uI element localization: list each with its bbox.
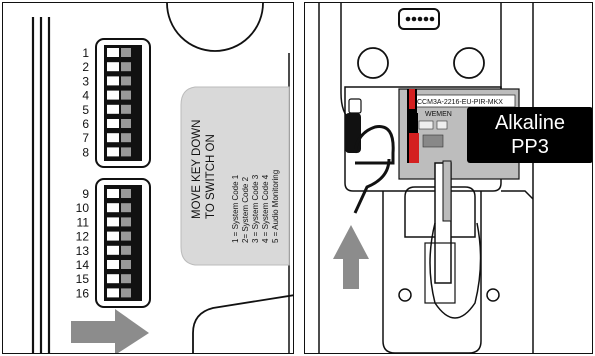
dip-switch-8 <box>107 147 119 157</box>
battery-compartment-diagram: CCM3A-2216-EU-PIR-MKX WEMEN <box>318 3 534 353</box>
battery-red-wire <box>409 89 415 109</box>
instruction-card: MOVE KEY DOWN TO SWITCH ON 1 = System Co… <box>180 86 290 266</box>
dip-switch-7 <box>107 133 119 143</box>
dip-switch-slot-8 <box>121 147 131 157</box>
dip-switch-9 <box>107 189 119 198</box>
dip-switch-6 <box>107 119 119 128</box>
dip-switch-slot-6 <box>121 119 131 128</box>
dip-switch-15 <box>107 274 119 284</box>
right-arrow-icon <box>71 309 149 353</box>
dip-number-3: 3 <box>82 74 89 88</box>
dip-switch-slot-7 <box>121 133 131 143</box>
card-title-line-2: TO SWITCH ON <box>205 134 217 219</box>
dip-number-13: 13 <box>76 244 90 258</box>
dip-number-7: 7 <box>82 131 89 145</box>
screw-hole-right <box>453 47 485 79</box>
dip-switch-5 <box>107 104 119 114</box>
dip-switch-3 <box>107 76 119 86</box>
dip-switch-block-1 <box>95 38 151 168</box>
wire <box>353 158 391 214</box>
dip-number-12: 12 <box>76 230 90 244</box>
dip-switch-slot-10 <box>121 203 131 213</box>
legend-line-5: 5 = Audio Monitoring <box>271 170 280 243</box>
dip-switch-slot-5 <box>121 104 131 114</box>
dip-number-2: 2 <box>82 60 89 74</box>
dip-switch-slot-3 <box>121 76 131 86</box>
dip-number-1: 1 <box>82 46 89 60</box>
dip-switch-slot-4 <box>121 90 131 100</box>
legend-line-4: 4 = System Code 4 <box>261 174 270 243</box>
battery-type-label: Alkaline PP3 <box>467 107 592 163</box>
dip-switch-slot-14 <box>121 260 131 269</box>
battery-clip <box>345 113 361 153</box>
partial-label: WEMEN <box>425 111 452 118</box>
legend-line-3: 3 = System Code 3 <box>251 174 260 243</box>
dip-number-10: 10 <box>76 201 90 215</box>
up-arrow-icon <box>333 225 369 289</box>
dip-switch-16 <box>107 288 119 298</box>
dip-switch-11 <box>107 217 119 227</box>
dip-switch-slot-1 <box>121 48 131 57</box>
dip-number-6: 6 <box>82 117 89 131</box>
dip-switch-14 <box>107 260 119 269</box>
dip-switch-13 <box>107 245 119 255</box>
dip-switch-slot-16 <box>121 288 131 298</box>
dip-number-9: 9 <box>82 187 89 201</box>
dip-switch-slot-15 <box>121 274 131 284</box>
dip-switch-10 <box>107 203 119 213</box>
dip-switch-4 <box>107 90 119 100</box>
legend-line-1: 1 = System Code 1 <box>231 174 240 243</box>
model-label: CCM3A-2216-EU-PIR-MKX <box>417 99 503 106</box>
dip-number-14: 14 <box>76 258 90 272</box>
legend-line-2: 2= System Code 2 <box>241 176 250 243</box>
dip-number-16: 16 <box>76 286 90 300</box>
dip-number-11: 11 <box>77 215 90 229</box>
dip-switch-slot-9 <box>121 189 131 198</box>
dip-switch-slot-2 <box>121 62 131 72</box>
dip-switch-slot-13 <box>121 245 131 255</box>
dip-number-5: 5 <box>82 103 89 117</box>
screw-hole-left <box>357 47 389 79</box>
dip-switch-12 <box>107 231 119 241</box>
dip-number-4: 4 <box>82 89 89 103</box>
dip-number-15: 15 <box>76 272 90 286</box>
bottom-curve-outline <box>192 294 293 353</box>
dip-switch-slot-11 <box>121 217 131 227</box>
dip-switch-1 <box>107 48 119 57</box>
right-panel-battery-view: CCM3A-2216-EU-PIR-MKX WEMEN Alkaline PP3 <box>304 2 593 354</box>
dip-switch-block-2 <box>95 178 151 308</box>
top-circle-outline <box>166 3 264 52</box>
dip-switch-2 <box>107 62 119 72</box>
battery-type-line-2: PP3 <box>511 136 549 158</box>
dip-switch-slot-12 <box>121 231 131 241</box>
battery-type-line-1: Alkaline <box>494 112 566 134</box>
dip-number-8: 8 <box>82 145 89 159</box>
card-title-line-1: MOVE KEY DOWN <box>191 120 203 219</box>
